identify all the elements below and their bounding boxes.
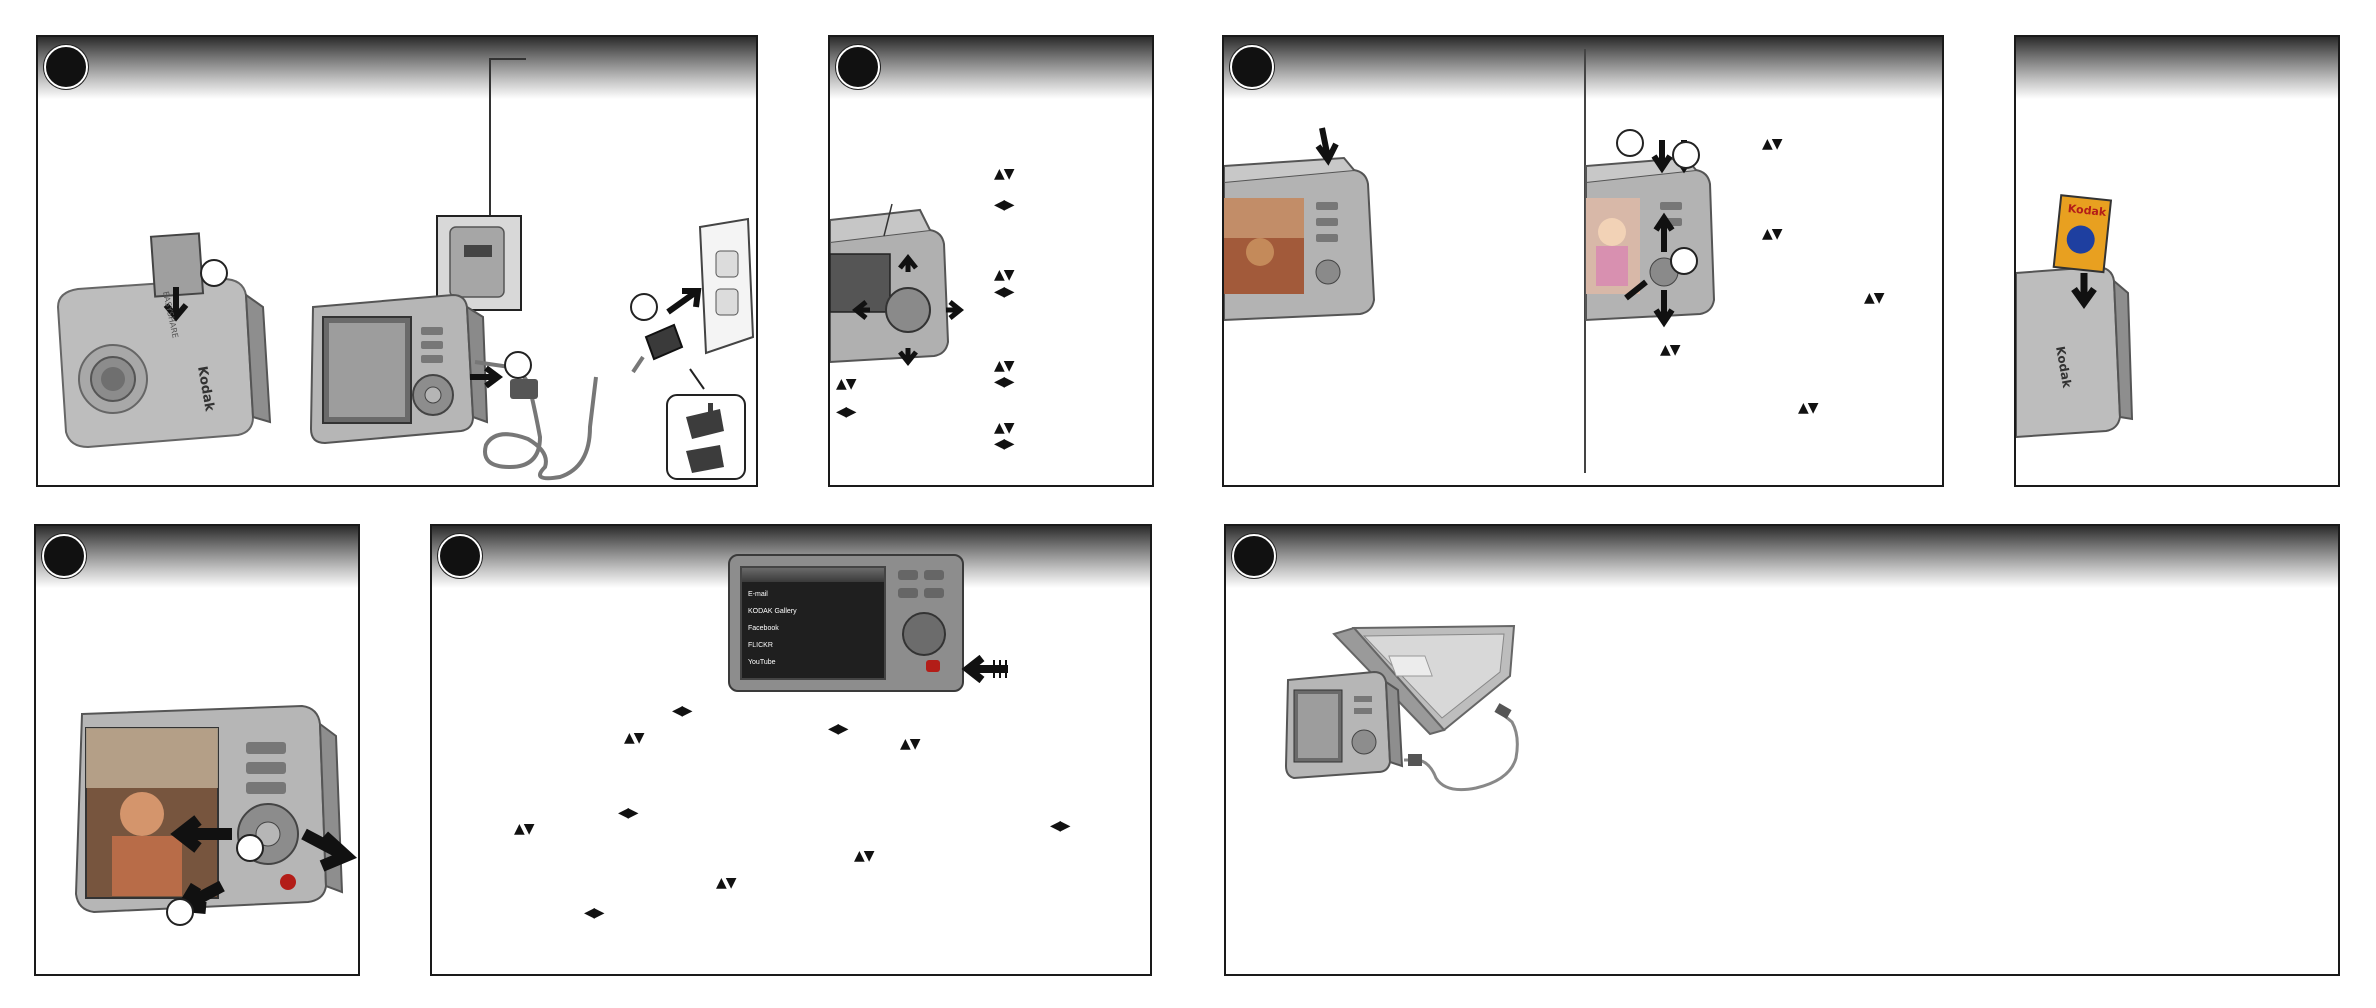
callout-circle bbox=[1670, 247, 1698, 275]
panel-header bbox=[830, 37, 1152, 99]
callout-circle bbox=[236, 834, 264, 862]
left-right-symbol: ◀▶ bbox=[994, 197, 1015, 213]
up-down-symbol: ▲▼ bbox=[1762, 226, 1783, 242]
usb-cable bbox=[1404, 703, 1519, 792]
camera-back-review-illustration bbox=[74, 704, 358, 914]
panel-header bbox=[2016, 37, 2338, 99]
panel-step-6: E-mail KODAK Gallery Facebook FLICKR You… bbox=[430, 524, 1152, 976]
up-down-symbol: ▲▼ bbox=[624, 730, 645, 746]
plug-adapters-box bbox=[666, 368, 746, 480]
camera-button bbox=[898, 570, 918, 580]
camera-front-illustration: Kodak EASYSHARE bbox=[56, 232, 272, 449]
share-menu-item[interactable]: YouTube bbox=[748, 659, 776, 666]
share-menu-item[interactable]: FLICKR bbox=[748, 642, 773, 649]
up-down-symbol: ▲▼ bbox=[1798, 400, 1819, 416]
left-right-symbol: ◀▶ bbox=[828, 721, 849, 737]
step-number-badge bbox=[836, 45, 880, 89]
up-down-symbol: ▲▼ bbox=[900, 736, 921, 752]
up-down-symbol: ▲▼ bbox=[1762, 136, 1783, 152]
left-right-symbol: ◀▶ bbox=[1050, 818, 1071, 834]
laptop-illustration bbox=[1332, 624, 1516, 736]
share-button bbox=[926, 660, 940, 672]
up-down-symbol: ▲▼ bbox=[994, 166, 1015, 182]
left-right-symbol: ◀▶ bbox=[672, 703, 693, 719]
charger-adapter bbox=[631, 288, 702, 374]
usb-cable bbox=[474, 360, 598, 481]
camera-top-back-illustration bbox=[830, 203, 965, 367]
plug-arrow bbox=[470, 365, 503, 389]
up-down-symbol: ▲▼ bbox=[854, 848, 875, 864]
share-menu-header-bar bbox=[742, 568, 884, 582]
step-number-badge bbox=[42, 534, 86, 578]
camera-review-illustration bbox=[1585, 140, 1716, 328]
panel-step-1: Kodak EASYSHARE bbox=[36, 35, 758, 487]
camera-button bbox=[924, 588, 944, 598]
camera-usb-illustration bbox=[1284, 670, 1404, 780]
up-down-symbol: ▲▼ bbox=[994, 267, 1015, 283]
left-right-symbol: ◀▶ bbox=[836, 404, 857, 420]
callout-circle bbox=[504, 351, 532, 379]
camera-dpad bbox=[902, 612, 946, 656]
wall-outlet-illustration bbox=[698, 217, 755, 355]
panel-step-4: Kodak Kodak bbox=[2014, 35, 2340, 487]
up-down-symbol: ▲▼ bbox=[514, 821, 535, 837]
share-menu-item[interactable]: KODAK Gallery bbox=[748, 608, 797, 615]
camera-button bbox=[898, 588, 918, 598]
step-number-badge bbox=[44, 45, 88, 89]
callout-circle bbox=[200, 259, 228, 287]
callout-circle bbox=[1672, 141, 1700, 169]
callout-circle bbox=[630, 293, 658, 321]
step-number-badge bbox=[1232, 534, 1276, 578]
port-detail-inset bbox=[436, 215, 522, 311]
up-down-symbol: ▲▼ bbox=[716, 875, 737, 891]
up-down-symbol: ▲▼ bbox=[1864, 290, 1885, 306]
camera-button bbox=[924, 570, 944, 580]
share-menu-item[interactable]: Facebook bbox=[748, 625, 779, 632]
left-right-symbol: ◀▶ bbox=[994, 436, 1015, 452]
share-button-arrow bbox=[961, 654, 1008, 684]
left-right-symbol: ◀▶ bbox=[994, 374, 1015, 390]
share-menu-list: E-mail KODAK Gallery Facebook FLICKR You… bbox=[748, 586, 797, 671]
panel-header bbox=[38, 37, 756, 99]
panel-step-7 bbox=[1224, 524, 2340, 976]
panel-header bbox=[36, 526, 358, 588]
camera-lcd-screen: E-mail KODAK Gallery Facebook FLICKR You… bbox=[740, 566, 886, 680]
up-down-symbol: ▲▼ bbox=[1660, 342, 1681, 358]
share-menu-item[interactable]: E-mail bbox=[748, 591, 768, 598]
sd-card-insert-illustration: Kodak Kodak bbox=[2016, 194, 2134, 439]
panel-header bbox=[1226, 526, 2338, 588]
left-right-symbol: ◀▶ bbox=[584, 905, 605, 921]
camera-share-screen-illustration: E-mail KODAK Gallery Facebook FLICKR You… bbox=[728, 554, 964, 692]
panel-step-2: ▲▼ ◀▶ ▲▼ ◀▶ ▲▼ ◀▶ ▲▼ ◀▶ ▲▼ ◀▶ bbox=[828, 35, 1154, 487]
panel-header bbox=[1224, 37, 1942, 99]
up-down-symbol: ▲▼ bbox=[994, 420, 1015, 436]
panel-step-5 bbox=[34, 524, 360, 976]
callout-circle bbox=[1616, 129, 1644, 157]
up-down-symbol: ▲▼ bbox=[994, 358, 1015, 374]
step-number-badge bbox=[1230, 45, 1274, 89]
left-right-symbol: ◀▶ bbox=[994, 284, 1015, 300]
left-right-symbol: ◀▶ bbox=[618, 805, 639, 821]
camera-shutter-illustration bbox=[1224, 127, 1376, 322]
camera-back-illustration bbox=[309, 293, 489, 445]
panel-step-3: ▲▼ ▲▼ ▲▼ ▲▼ ▲▼ bbox=[1222, 35, 1944, 487]
callout-circle bbox=[166, 898, 194, 926]
sd-card-brand-logo: Kodak bbox=[2067, 202, 2107, 219]
up-down-symbol: ▲▼ bbox=[836, 376, 857, 392]
step-number-badge bbox=[438, 534, 482, 578]
callout-leader-line bbox=[489, 58, 526, 257]
